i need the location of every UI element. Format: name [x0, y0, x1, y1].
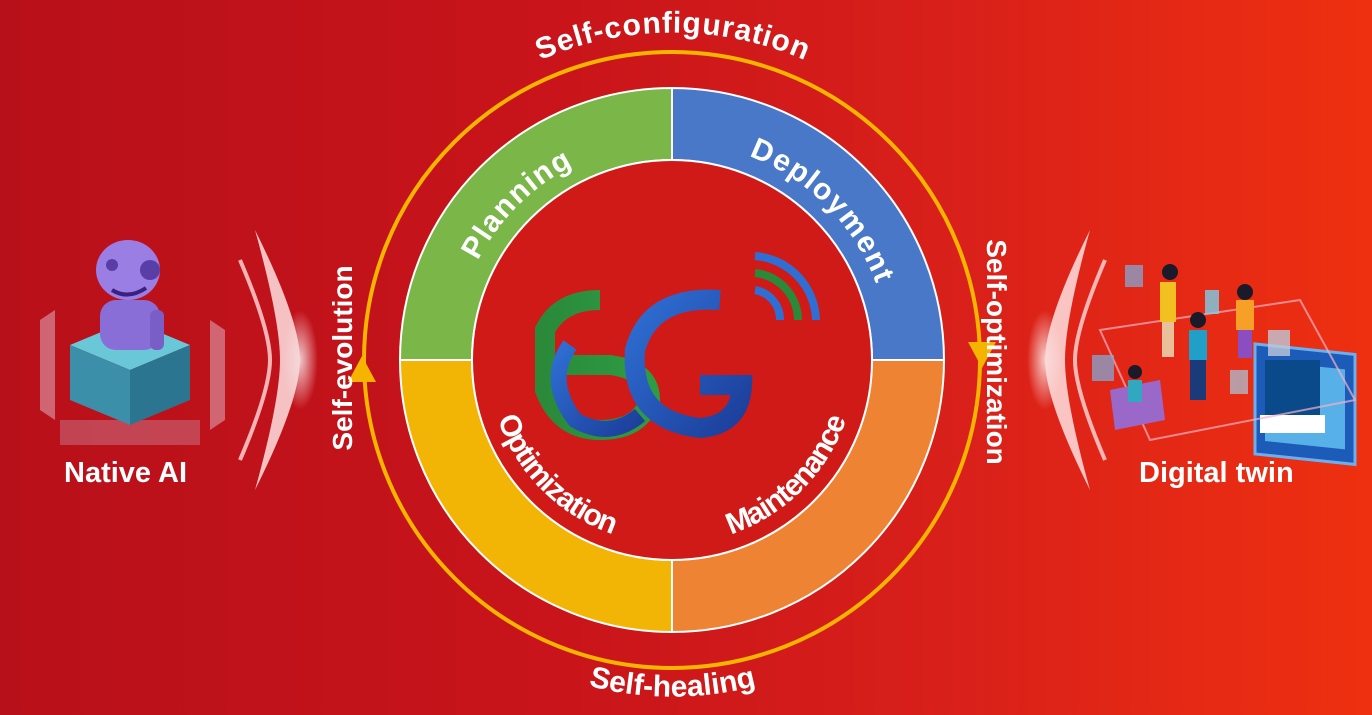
center-disc — [471, 159, 873, 561]
vr-users-icon — [1092, 264, 1357, 467]
right-arrow-icon — [968, 342, 996, 368]
left-glow-arrows — [238, 230, 318, 490]
self-configuration-label: Self-configuration — [531, 7, 815, 67]
left-arrow-icon — [348, 356, 376, 382]
self-optimization-label: Self-optimization — [981, 239, 1012, 465]
robot-icon — [40, 240, 225, 445]
quadrant-ring — [398, 86, 946, 634]
digital-twin-label: Digital twin — [1139, 457, 1294, 489]
native-ai-label: Native AI — [64, 457, 188, 489]
6g-logo-icon — [535, 252, 820, 441]
right-glow-arrows — [1027, 230, 1107, 490]
self-evolution-label: Self-evolution — [327, 265, 358, 450]
